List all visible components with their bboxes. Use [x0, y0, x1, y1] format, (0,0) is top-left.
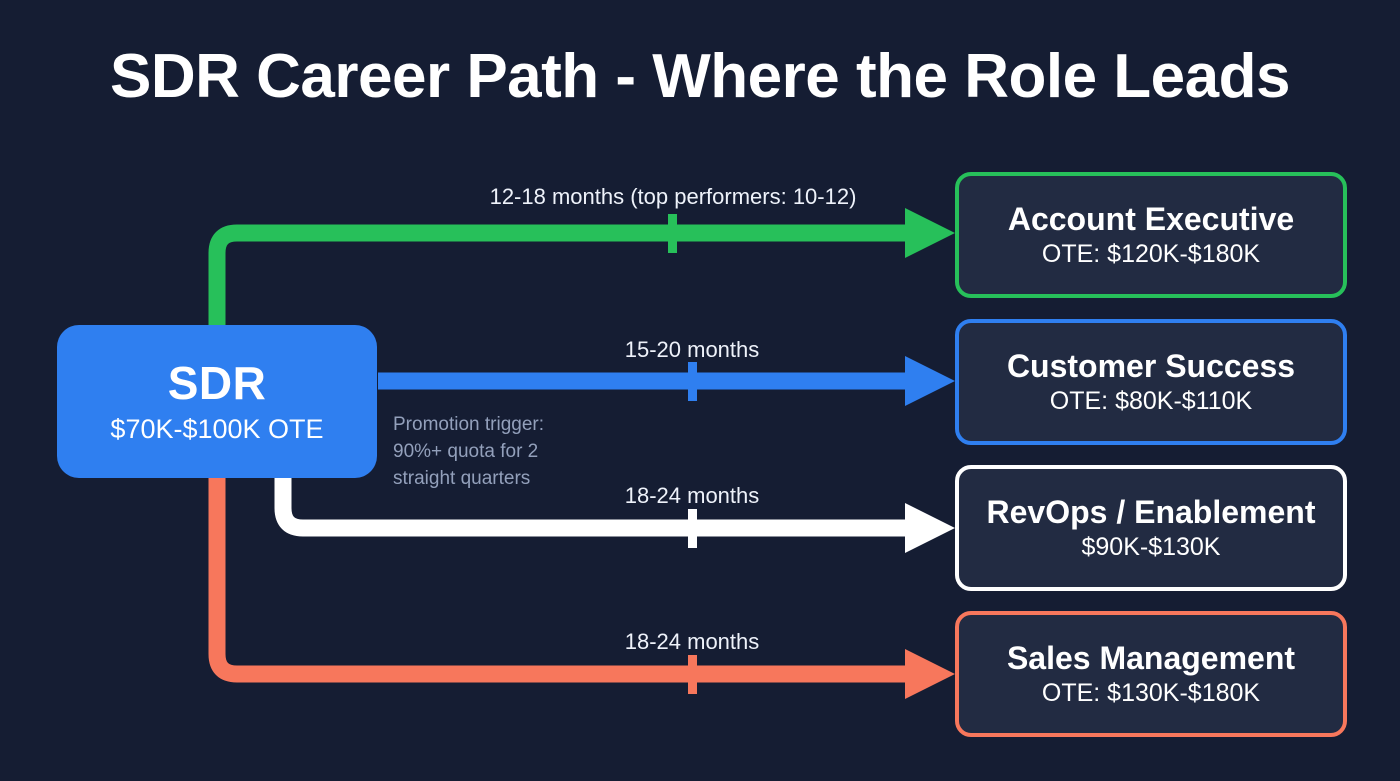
arrowhead-revops-enablement [905, 503, 955, 553]
edge-label-customer-success: 15-20 months [624, 337, 760, 362]
connector-line-revops-enablement [274, 452, 905, 537]
node-revops-enablement[interactable]: RevOps / Enablement $90K-$130K [955, 465, 1347, 591]
connector-line-sales-management [208, 452, 905, 683]
connector-line-account-executive [208, 224, 905, 330]
edge-label-account-executive: 12-18 months (top performers: 10-12) [489, 184, 857, 209]
node-customer-success-title: Customer Success [1006, 347, 1296, 384]
node-sales-management-subtitle: OTE: $130K-$180K [1041, 679, 1261, 708]
tick-sales-management [688, 655, 697, 694]
page-title: SDR Career Path - Where the Role Leads [110, 42, 1290, 111]
edge-label-sales-management: 18-24 months [624, 629, 760, 654]
node-customer-success[interactable]: Customer Success OTE: $80K-$110K [955, 319, 1347, 445]
node-account-executive-subtitle: OTE: $120K-$180K [1041, 240, 1261, 269]
arrowhead-sales-management [905, 649, 955, 699]
node-revops-enablement-subtitle: $90K-$130K [1081, 533, 1221, 562]
edge-label-revops-enablement: 18-24 months [624, 483, 760, 508]
tick-revops-enablement [688, 509, 697, 548]
promotion-trigger-note: Promotion trigger: 90%+ quota for 2 stra… [393, 414, 545, 489]
arrowhead-customer-success [905, 356, 955, 406]
node-account-executive[interactable]: Account Executive OTE: $120K-$180K [955, 172, 1347, 298]
node-customer-success-subtitle: OTE: $80K-$110K [1049, 387, 1253, 416]
node-sdr-title: SDR [167, 357, 267, 409]
node-sales-management[interactable]: Sales Management OTE: $130K-$180K [955, 611, 1347, 737]
node-sales-management-title: Sales Management [1006, 639, 1296, 676]
node-sdr[interactable]: SDR $70K-$100K OTE [57, 325, 377, 478]
connector-revops-enablement [274, 452, 955, 553]
tick-account-executive [668, 214, 677, 253]
connector-sales-management [208, 452, 955, 699]
node-sdr-subtitle: $70K-$100K OTE [110, 413, 324, 444]
tick-customer-success [688, 362, 697, 401]
connector-account-executive [208, 208, 955, 330]
node-revops-enablement-title: RevOps / Enablement [986, 493, 1316, 530]
arrowhead-account-executive [905, 208, 955, 258]
connector-customer-success [378, 356, 955, 406]
node-account-executive-title: Account Executive [1007, 200, 1295, 237]
